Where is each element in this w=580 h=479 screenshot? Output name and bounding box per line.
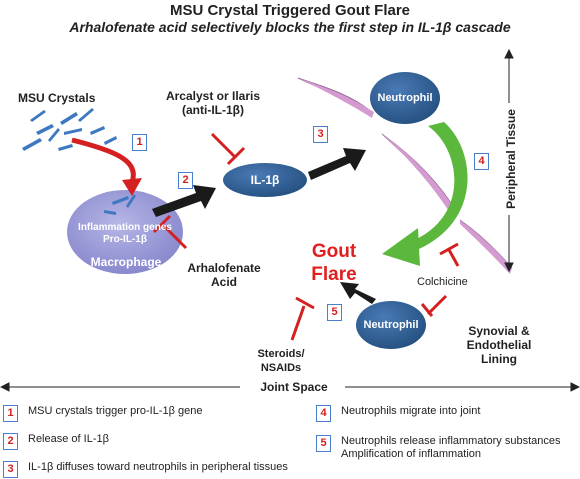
legend-item-1: 1 MSU crystals trigger pro-IL-1β gene: [3, 405, 202, 422]
neutrophil-bottom-cell: [356, 301, 426, 349]
legend-item-4: 4 Neutrophils migrate into joint: [316, 405, 480, 422]
joint-space-axis: [0, 382, 580, 392]
lining-arc-middle: [380, 132, 458, 216]
step-badge-5: 5: [327, 304, 342, 321]
gout-flare-line2: Flare: [311, 264, 357, 285]
synovial-line2: Endothelial: [466, 338, 532, 352]
arhalofenate-line2: Acid: [210, 275, 237, 289]
joint-space-label: Joint Space: [260, 380, 328, 394]
diagram-subtitle: Arhalofenate acid selectively blocks the…: [69, 19, 511, 35]
legend-badge-4: 4: [316, 405, 331, 422]
arhalofenate-label: Arhalofenate Acid: [178, 261, 270, 289]
migration-arrow-body: [410, 122, 468, 252]
macrophage-label: Macrophage: [90, 255, 162, 269]
legend-item-2: 2 Release of IL-1β: [3, 433, 109, 450]
step-badge-1: 1: [132, 134, 147, 151]
step-badge-3: 3: [313, 126, 328, 143]
synovial-line1: Synovial &: [468, 324, 530, 338]
lining-arc-left: [298, 78, 374, 118]
inflammation-genes-label: Inflammation genes Pro-IL-1β: [72, 222, 178, 246]
synovial-line3: Lining: [481, 352, 517, 366]
peripheral-tissue-axis: [504, 48, 514, 273]
migration-arrowhead: [382, 228, 420, 266]
release-arrow: [152, 185, 216, 217]
diffusion-arrow: [308, 148, 366, 180]
synovial-lining-label: Synovial & Endothelial Lining: [444, 324, 554, 366]
steroids-line2: NSAIDs: [260, 362, 302, 374]
arcalyst-label-line2: (anti-IL-1β): [182, 103, 244, 117]
neutrophil-bottom-label: Neutrophil: [363, 319, 419, 331]
release-substances-arrow: [340, 282, 376, 304]
inflammation-genes-line1: Inflammation genes: [78, 222, 172, 233]
ingested-crystal-shards: [104, 194, 136, 215]
il1b-label: IL-1β: [250, 173, 280, 187]
legend-text-1: MSU crystals trigger pro-IL-1β gene: [28, 405, 203, 417]
msu-crystals-label: MSU Crystals: [18, 91, 96, 105]
legend-badge-2: 2: [3, 433, 18, 450]
legend-text-5b: Amplification of inflammation: [341, 448, 482, 460]
legend-badge-1: 1: [3, 405, 18, 422]
steroids-line1: Steroids/: [257, 348, 305, 360]
step-badge-4: 4: [474, 153, 489, 170]
legend-badge-3: 3: [3, 461, 18, 478]
inflammation-genes-line2: Pro-IL-1β: [103, 234, 147, 245]
legend-text-5-block: Neutrophils release inflammatory substan…: [341, 435, 561, 461]
legend-text-5: Neutrophils release inflammatory substan…: [341, 435, 561, 447]
arhalofenate-line1: Arhalofenate: [187, 261, 261, 275]
diagram-title: MSU Crystal Triggered Gout Flare: [169, 2, 411, 19]
gout-flare-line1: Gout: [311, 241, 357, 262]
legend-text-3: IL-1β diffuses toward neutrophils in per…: [28, 461, 288, 473]
legend-item-3: 3 IL-1β diffuses toward neutrophils in pe…: [3, 461, 288, 478]
gout-flare-label: Gout Flare: [294, 240, 374, 286]
legend-badge-5: 5: [316, 435, 331, 452]
arcalyst-label: Arcalyst or Ilaris (anti-IL-1β): [148, 89, 278, 117]
arcalyst-label-line1: Arcalyst or Ilaris: [165, 89, 261, 103]
msu-crystal-shards: [22, 108, 117, 151]
crystal-to-macrophage-arrow: [71, 137, 136, 183]
legend-item-5: 5 Neutrophils release inflammatory substa…: [316, 435, 561, 461]
step-badge-2: 2: [178, 172, 193, 189]
crystal-to-macrophage-arrowhead: [122, 178, 142, 196]
legend-text-4: Neutrophils migrate into joint: [341, 405, 481, 417]
neutrophil-top-label: Neutrophil: [377, 92, 433, 104]
colchicine-label: Colchicine: [417, 276, 468, 288]
steroids-label: Steroids/ NSAIDs: [246, 347, 316, 375]
inhibitors: [152, 132, 460, 341]
legend-text-2: Release of IL-1β: [28, 433, 109, 445]
peripheral-tissue-label: Peripheral Tissue: [504, 109, 518, 209]
lining-arc-bottom: [460, 220, 512, 274]
neutrophil-top-cell: [370, 72, 440, 124]
il1b-cell: [223, 163, 307, 197]
